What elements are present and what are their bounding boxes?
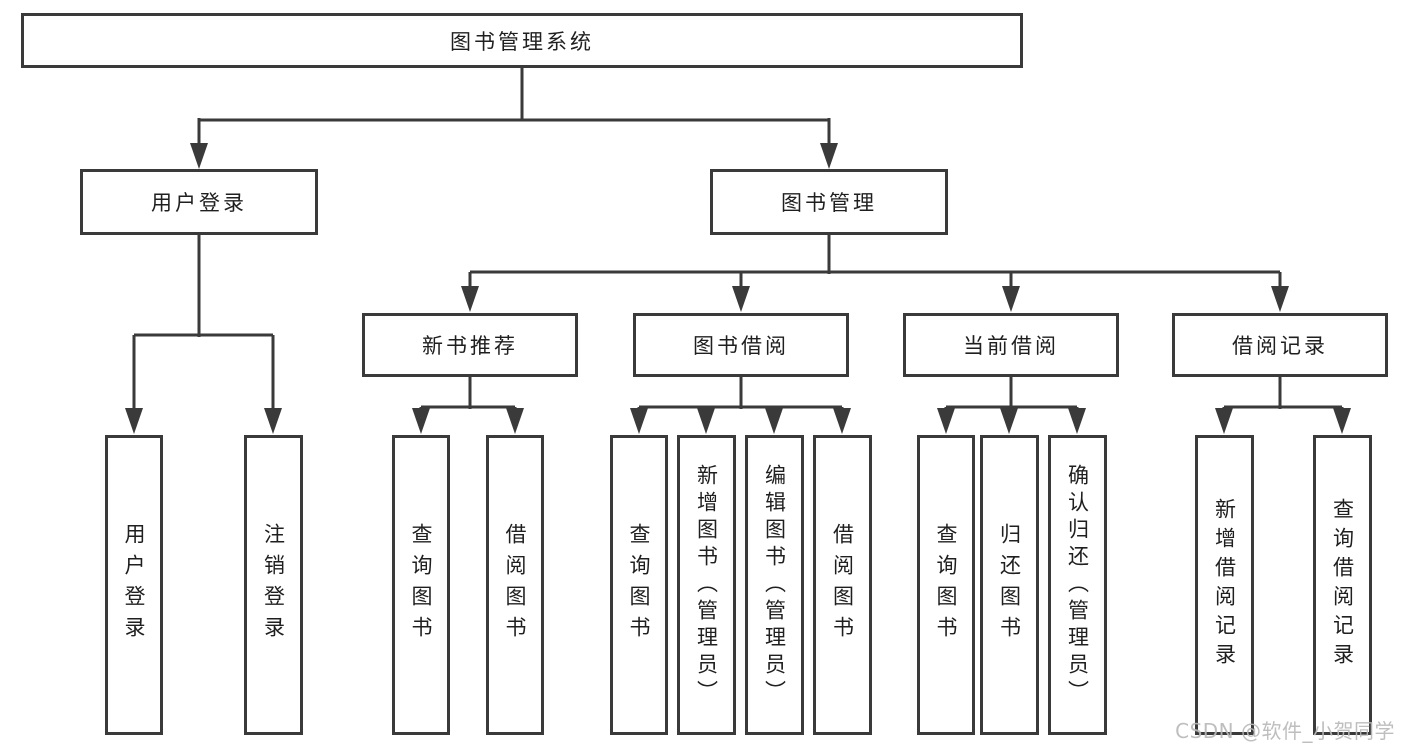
csdn-watermark: CSDN @软件_小贺同学 bbox=[1175, 719, 1395, 743]
node-label: 用户登录 bbox=[151, 191, 247, 215]
node-book-borrowing: 图书借阅 bbox=[633, 313, 849, 377]
node-label: 查询图书 bbox=[409, 523, 433, 647]
arrowheads bbox=[125, 143, 1351, 434]
node-label: 用户登录 bbox=[122, 523, 146, 647]
node-label: 图书管理 bbox=[781, 191, 877, 215]
node-label: 查询图书 bbox=[627, 523, 651, 647]
leaf-add-borrow-record: 新增借阅记录 bbox=[1195, 435, 1254, 735]
node-label: 新书推荐 bbox=[422, 334, 518, 358]
node-new-book-recommendation: 新书推荐 bbox=[362, 313, 578, 377]
node-label: 新增图书（管理员） bbox=[694, 463, 719, 707]
node-label: 查询图书 bbox=[934, 523, 958, 647]
leaf-borrow-books-2: 借阅图书 bbox=[813, 435, 872, 735]
node-label: 图书借阅 bbox=[693, 334, 789, 358]
leaf-query-books-2: 查询图书 bbox=[610, 435, 668, 735]
node-borrowing-records: 借阅记录 bbox=[1172, 313, 1388, 377]
leaf-return-books: 归还图书 bbox=[980, 435, 1039, 735]
node-label: 新增借阅记录 bbox=[1212, 498, 1237, 672]
leaf-logout: 注销登录 bbox=[244, 435, 303, 735]
leaf-edit-books-admin: 编辑图书（管理员） bbox=[745, 435, 804, 735]
node-label: 注销登录 bbox=[261, 523, 286, 647]
leaf-user-login: 用户登录 bbox=[105, 435, 163, 735]
node-label: 归还图书 bbox=[997, 523, 1022, 647]
node-book-management: 图书管理 bbox=[710, 169, 948, 235]
node-label: 借阅记录 bbox=[1232, 334, 1328, 358]
leaf-add-books-admin: 新增图书（管理员） bbox=[677, 435, 736, 735]
node-label: 编辑图书（管理员） bbox=[762, 463, 787, 707]
node-label: 查询借阅记录 bbox=[1330, 498, 1355, 672]
leaf-confirm-return-admin: 确认归还（管理员） bbox=[1048, 435, 1107, 735]
leaf-query-books-1: 查询图书 bbox=[392, 435, 450, 735]
node-user-login: 用户登录 bbox=[80, 169, 318, 235]
node-label: 确认归还（管理员） bbox=[1065, 463, 1090, 707]
node-root: 图书管理系统 bbox=[21, 13, 1023, 68]
node-label: 当前借阅 bbox=[963, 334, 1059, 358]
node-label: 图书管理系统 bbox=[450, 29, 594, 54]
node-label: 借阅图书 bbox=[503, 523, 527, 647]
node-current-borrowing: 当前借阅 bbox=[903, 313, 1119, 377]
leaf-borrow-books-1: 借阅图书 bbox=[486, 435, 544, 735]
leaf-query-books-3: 查询图书 bbox=[917, 435, 975, 735]
node-label: 借阅图书 bbox=[830, 523, 855, 647]
leaf-query-borrow-record: 查询借阅记录 bbox=[1313, 435, 1372, 735]
